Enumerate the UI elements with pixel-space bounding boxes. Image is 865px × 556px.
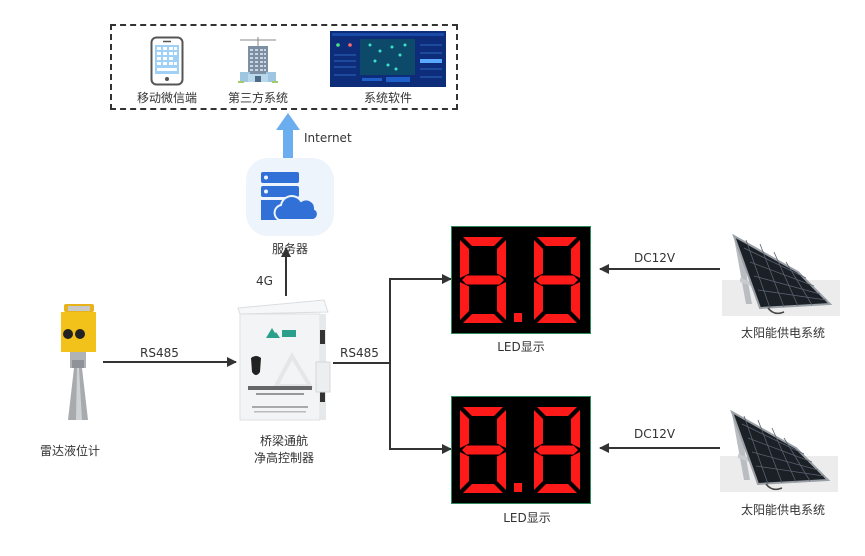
segment-f [460,240,469,278]
segment-c [497,282,506,320]
client-label-software: 系统软件 [363,91,412,105]
decimal-point [514,483,522,492]
segment-e [534,282,543,320]
segment-b [571,240,580,278]
seven-segment-digits [460,407,580,493]
4g-link-label: 4G [256,274,273,288]
segment-f [534,410,543,448]
solar-bottom-label: 太阳能供电系统 [740,503,825,517]
solar-panel-icon [722,233,840,316]
segment-g [536,445,578,455]
decimal-point [514,313,522,322]
office-building-icon [236,36,280,86]
led-display-bottom [451,396,591,504]
radar-level-sensor-image [46,302,106,426]
sensor-label: 雷达液位计 [39,444,100,458]
segment-e [460,282,469,320]
segment-a [463,237,503,246]
controller-label-line1: 桥梁通航 [259,434,308,448]
segment-b [497,410,506,448]
segment-c [571,452,580,490]
rs485-display-bus [333,274,452,454]
segment-a [463,407,503,416]
controller-cabinet-image [236,298,332,422]
segment-d [537,484,577,493]
led-top-label: LED显示 [497,340,545,354]
segment-g [536,275,578,285]
segment-g [462,275,504,285]
segment-c [571,282,580,320]
segment-e [460,452,469,490]
controller-label-line2: 净高控制器 [253,451,314,465]
solar-top-label: 太阳能供电系统 [740,326,825,340]
dc12v-top-label: DC12V [634,251,676,265]
segment-a [537,407,577,416]
rs485-display-label: RS485 [340,346,379,360]
internet-link-label: Internet [304,131,352,145]
segment-d [463,484,503,493]
smartphone-icon [150,36,184,86]
segment-b [571,410,580,448]
cloud-server-icon [261,172,319,222]
segment-e [534,452,543,490]
led-bottom-label: LED显示 [503,511,551,525]
segment-d [463,314,503,323]
segment-c [497,452,506,490]
segment-f [534,240,543,278]
solar-panel-image-top [722,232,840,316]
rs485-sensor-label: RS485 [140,346,179,360]
client-label-mobile: 移动微信端 [136,91,197,105]
client-group-box [110,24,458,110]
segment-g [462,445,504,455]
dashboard-screen-icon [330,31,446,87]
segment-a [537,237,577,246]
segment-f [460,410,469,448]
solar-panel-icon [720,409,838,492]
solar-panel-image-bottom [720,408,838,494]
dc12v-bottom-label: DC12V [634,427,676,441]
client-label-third-party: 第三方系统 [227,91,288,105]
led-display-top [451,226,591,334]
seven-segment-digits [460,237,580,323]
segment-d [537,314,577,323]
server-label: 服务器 [271,242,308,256]
segment-b [497,240,506,278]
internet-arrow [276,113,300,160]
